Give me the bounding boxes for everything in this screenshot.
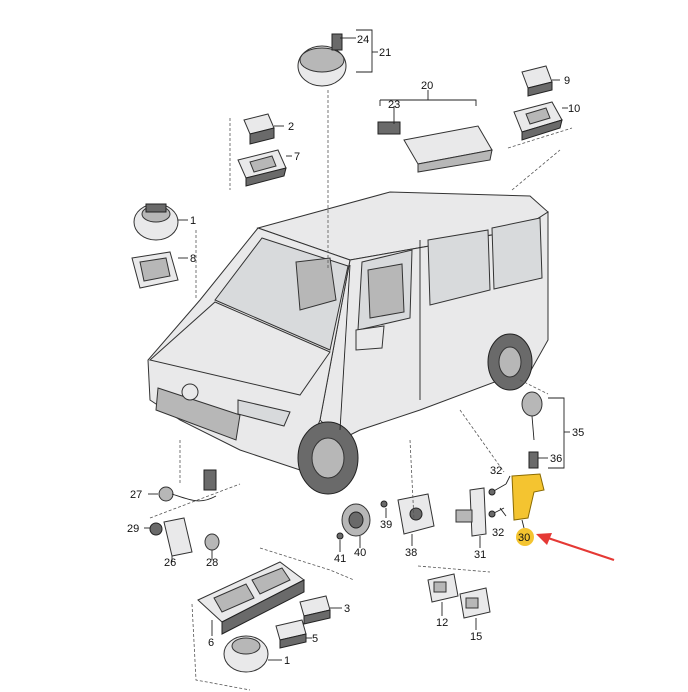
part-41-screw <box>336 532 344 540</box>
callout-30: 30 <box>518 532 530 544</box>
part-26-bracket <box>163 517 193 557</box>
callout-3: 3 <box>344 603 350 615</box>
part-21-rotary-switch <box>297 33 347 87</box>
callout-35: 35 <box>572 427 584 439</box>
part-15-switch <box>459 587 491 619</box>
callout-20: 20 <box>421 80 433 92</box>
callout-21: 21 <box>379 47 391 59</box>
callout-7: 7 <box>294 151 300 163</box>
callout-12: 12 <box>436 617 448 629</box>
part-12-switch <box>427 573 459 603</box>
part-30-highlighted-component <box>511 473 545 521</box>
part-20-control-module <box>377 121 493 173</box>
leader-lines <box>144 29 570 661</box>
callout-8: 8 <box>190 253 196 265</box>
callout-5: 5 <box>312 633 318 645</box>
part-2-switch <box>243 113 275 145</box>
part-5-switch <box>275 619 307 649</box>
callout-28: 28 <box>206 557 218 569</box>
part-28-clip <box>204 533 220 551</box>
callout-38: 38 <box>405 547 417 559</box>
callout-39: 39 <box>380 519 392 531</box>
part-35-sensor <box>521 391 543 469</box>
pointer-arrow <box>536 533 615 562</box>
callout-1-lower: 1 <box>284 655 290 667</box>
callout-31: 31 <box>474 549 486 561</box>
callout-29: 29 <box>127 523 139 535</box>
part-40-knob <box>341 503 371 537</box>
part-8-bezel <box>131 251 179 289</box>
part-39-screw <box>380 500 388 508</box>
van-illustration <box>147 191 549 495</box>
part-32-screws <box>488 483 507 518</box>
callout-2: 2 <box>288 121 294 133</box>
part-29-nut <box>149 522 163 536</box>
callout-10: 10 <box>568 103 580 115</box>
callout-6: 6 <box>208 637 214 649</box>
part-1-rotary-switch-lower <box>223 635 269 673</box>
callout-41: 41 <box>334 553 346 565</box>
callout-30-highlight <box>516 528 534 546</box>
callout-24: 24 <box>357 34 369 46</box>
callout-26: 26 <box>164 557 176 569</box>
part-31-latch <box>455 487 487 537</box>
callout-labels: 24 21 20 23 9 10 2 7 1 8 35 36 27 29 26 … <box>127 34 584 667</box>
callout-32-lower: 32 <box>492 527 504 539</box>
part-3-switch <box>299 595 331 625</box>
part-10-switch-frame <box>513 101 563 141</box>
callout-15: 15 <box>470 631 482 643</box>
callout-23: 23 <box>388 99 400 111</box>
part-6-window-switch-panel <box>197 561 305 635</box>
part-38-actuator <box>397 493 435 535</box>
part-9-switch <box>521 65 553 97</box>
part-7-switch <box>237 149 287 187</box>
part-27-sensor <box>158 469 217 502</box>
callout-9: 9 <box>564 75 570 87</box>
callout-1-upper: 1 <box>190 215 196 227</box>
callout-27: 27 <box>130 489 142 501</box>
callout-40: 40 <box>354 547 366 559</box>
callout-32-upper: 32 <box>490 465 502 477</box>
group-frames <box>149 90 573 691</box>
callout-36: 36 <box>550 453 562 465</box>
part-1-rotary-switch-upper <box>133 203 179 241</box>
